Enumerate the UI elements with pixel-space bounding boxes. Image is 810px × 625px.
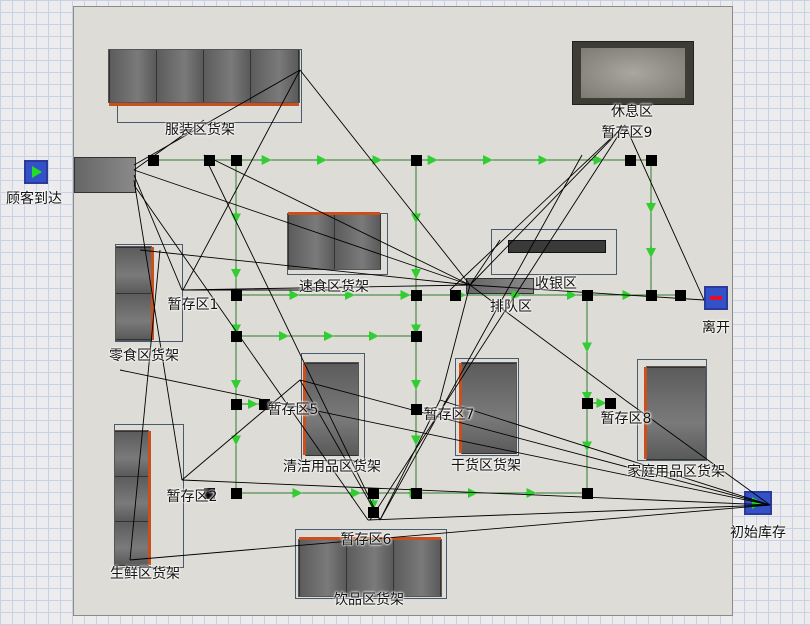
network-node[interactable]: [368, 488, 379, 499]
connector-line: [129, 504, 771, 561]
network-node[interactable]: [582, 398, 593, 409]
label-rest-area: 休息区: [611, 104, 653, 120]
network-node[interactable]: [411, 290, 422, 301]
network-node[interactable]: [231, 488, 242, 499]
connector-line: [181, 379, 301, 481]
label-snack-rack: 零食区货架: [109, 348, 179, 364]
household-rack[interactable]: [644, 366, 706, 460]
connector-line: [624, 399, 771, 506]
network-node[interactable]: [231, 155, 242, 166]
connector-line: [129, 249, 161, 561]
label-fresh-rack: 生鲜区货架: [110, 566, 180, 582]
connector-line: [139, 249, 471, 286]
label-buffer7: 暂存区7: [423, 407, 475, 423]
label-buffer2: 暂存区2: [166, 489, 218, 505]
network-node[interactable]: [411, 488, 422, 499]
network-node[interactable]: [605, 398, 616, 409]
network-node[interactable]: [411, 331, 422, 342]
network-node[interactable]: [625, 155, 636, 166]
network-node[interactable]: [646, 290, 657, 301]
connector-lines: [119, 69, 771, 561]
beverage-rack-frame: [295, 529, 447, 599]
network-node[interactable]: [675, 290, 686, 301]
network-node[interactable]: [204, 155, 215, 166]
cleaning-rack-frame: [301, 353, 365, 461]
connector-line: [299, 379, 381, 521]
network-nodes: [148, 155, 686, 518]
connector-line: [449, 124, 626, 291]
connector-line: [181, 479, 771, 506]
connector-line: [133, 174, 183, 291]
connector-line: [379, 399, 441, 521]
play-icon: [32, 166, 42, 178]
network-node[interactable]: [646, 155, 657, 166]
network-node[interactable]: [148, 155, 159, 166]
connector-line: [133, 119, 205, 171]
label-dry-goods-rack: 干货区货架: [451, 458, 521, 474]
network-node[interactable]: [368, 507, 379, 518]
connector-line: [624, 124, 705, 301]
connector-line: [469, 124, 626, 286]
network-node[interactable]: [231, 399, 242, 410]
label-household-rack: 家庭用品区货架: [627, 464, 725, 480]
label-beverage-rack: 饮品区货架: [334, 592, 404, 608]
connector-line: [182, 69, 301, 291]
connector-line: [133, 179, 183, 481]
connector-line: [181, 284, 471, 291]
network-node[interactable]: [259, 399, 270, 410]
clothing-rack[interactable]: [108, 49, 300, 106]
customer-arrival-source[interactable]: [24, 160, 48, 184]
rest-area[interactable]: [572, 41, 694, 105]
connector-line: [299, 379, 771, 506]
dry-goods-rack-frame: [455, 358, 519, 456]
cashier-desk[interactable]: [508, 240, 606, 253]
arrival-queue[interactable]: [74, 157, 136, 193]
label-queue: 排队区: [490, 299, 532, 315]
label-buffer5: 暂存区5: [267, 402, 319, 418]
network-node[interactable]: [450, 290, 461, 301]
connector-line: [133, 169, 471, 286]
dry-goods-rack[interactable]: [459, 362, 517, 454]
exit-sink[interactable]: [704, 286, 728, 310]
connector-line: [367, 504, 771, 521]
household-rack-frame: [637, 359, 707, 461]
network-node[interactable]: [231, 290, 242, 301]
network-node[interactable]: [582, 290, 593, 301]
connector-line: [133, 69, 301, 166]
label-cleaning-rack: 清洁用品区货架: [283, 459, 381, 475]
connector-line: [439, 399, 771, 506]
network-node[interactable]: [582, 488, 593, 499]
stop-icon: [710, 296, 722, 300]
label-buffer9: 暂存区9: [601, 125, 653, 141]
connector-line: [119, 369, 771, 506]
connector-line: [469, 284, 626, 401]
network-node[interactable]: [411, 404, 422, 415]
cleaning-rack[interactable]: [303, 362, 359, 456]
label-fast-food-rack: 速食区货架: [299, 279, 369, 295]
connector-line: [299, 69, 471, 286]
label-initial-stock: 初始库存: [730, 525, 786, 541]
connector-line: [469, 239, 501, 286]
connector-line: [203, 154, 471, 286]
label-customer-arrival: 顾客到达: [6, 191, 62, 207]
play-icon: [752, 497, 762, 509]
label-exit: 离开: [702, 320, 730, 336]
connector-line: [379, 154, 583, 521]
network-node[interactable]: [231, 331, 242, 342]
connector-line: [439, 284, 471, 401]
label-buffer6: 暂存区6: [340, 532, 392, 548]
connector-line: [203, 154, 381, 521]
label-clothing-rack: 服装区货架: [165, 122, 235, 138]
network-node[interactable]: [204, 488, 215, 499]
label-buffer1: 暂存区1: [167, 297, 219, 313]
beverage-rack[interactable]: [298, 537, 442, 597]
label-cashier: 收银区: [535, 276, 577, 292]
connector-line: [133, 184, 369, 521]
label-buffer8: 暂存区8: [600, 411, 652, 427]
network-node[interactable]: [411, 155, 422, 166]
